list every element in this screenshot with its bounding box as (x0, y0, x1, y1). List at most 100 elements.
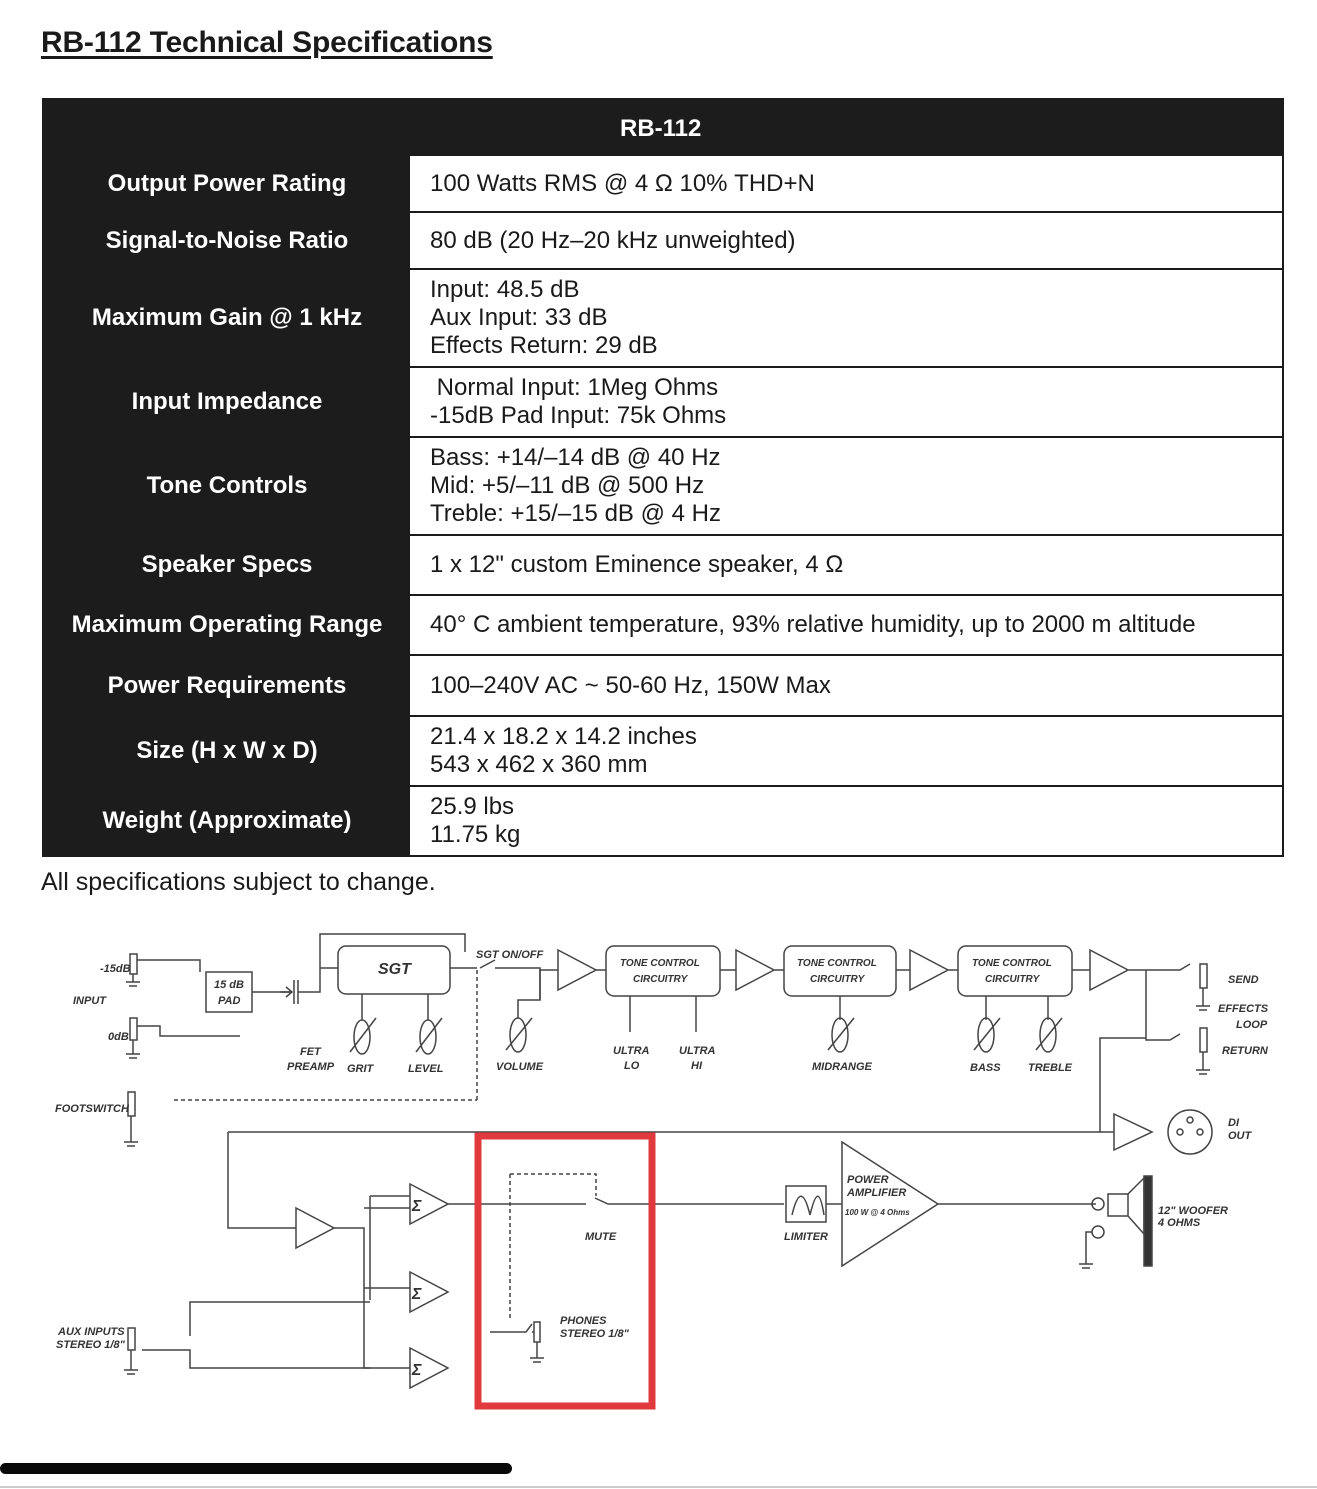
label-effects: EFFECTS (1218, 1003, 1269, 1015)
label-treble: TREBLE (1028, 1062, 1073, 1074)
label-power-2: AMPLIFIER (846, 1187, 906, 1199)
label-out: OUT (1228, 1130, 1253, 1142)
label-mute: MUTE (585, 1231, 617, 1243)
tone-control-1 (605, 945, 721, 997)
sigma-icon: Σ (411, 1198, 422, 1215)
row-value: 100–240V AC ~ 50-60 Hz, 150W Max (410, 654, 1284, 717)
bass-pot (977, 1017, 995, 1053)
label-tone3-2: CIRCUITRY (985, 974, 1041, 985)
home-indicator (0, 1463, 512, 1474)
label-woofer-2: 4 OHMS (1157, 1217, 1201, 1229)
page-title: RB-112 Technical Specifications (41, 26, 493, 59)
bottom-divider (0, 1486, 1317, 1488)
value-line: Input: 48.5 dB (430, 276, 580, 303)
grit-pot (353, 1019, 371, 1055)
label-aux-1: AUX INPUTS (57, 1326, 125, 1338)
row-value: 25.9 lbs 11.75 kg (410, 785, 1284, 857)
row-value: 40° C ambient temperature, 93% relative … (410, 594, 1284, 656)
footswitch-jack (127, 1091, 136, 1117)
model-header: RB-112 (410, 98, 1284, 156)
value-line: 100–240V AC ~ 50-60 Hz, 150W Max (430, 671, 831, 699)
value-line: -15dB Pad Input: 75k Ohms (430, 402, 727, 429)
value-line: Aux Input: 33 dB (430, 304, 608, 331)
row-value: 100 Watts RMS @ 4 Ω 10% THD+N (410, 154, 1284, 213)
disclaimer-note: All specifications subject to change. (41, 868, 436, 896)
input-jack-0db (129, 1017, 138, 1041)
sigma-icon: Σ (411, 1286, 422, 1303)
woofer-cone (1143, 1175, 1153, 1267)
label-di: DI (1228, 1117, 1240, 1129)
label-ultra-lo-1: ULTRA (613, 1045, 650, 1057)
label-tone2-2: CIRCUITRY (810, 974, 866, 985)
midrange-pot (831, 1017, 849, 1053)
level-pot (419, 1019, 437, 1055)
label-bass: BASS (970, 1062, 1001, 1074)
block-diagram: -15dB INPUT 0dB 15 dB PAD FET PREAMP SGT… (55, 933, 1269, 1410)
row-label: Output Power Rating (42, 154, 412, 213)
input-jack-15db (129, 953, 138, 975)
table-row: Size (H x W x D) 21.4 x 18.2 x 14.2 inch… (42, 715, 1284, 787)
aux-input-jack (127, 1327, 136, 1351)
table-row: Tone Controls Bass: +14/–14 dB @ 40 Hz M… (42, 436, 1284, 536)
limiter-box (785, 1185, 827, 1223)
label-minus15db: -15dB (100, 963, 131, 975)
table-row: Power Requirements 100–240V AC ~ 50-60 H… (42, 654, 1284, 717)
label-aux-2: STEREO 1/8" (56, 1339, 126, 1351)
row-label: Maximum Gain @ 1 kHz (42, 268, 412, 368)
value-line: 21.4 x 18.2 x 14.2 inches (430, 723, 697, 750)
spec-table-header: RB-112 (42, 98, 1284, 156)
label-pad-2: PAD (218, 995, 240, 1007)
table-row: Weight (Approximate) 25.9 lbs 11.75 kg (42, 785, 1284, 857)
label-ultra-hi-2: HI (691, 1060, 703, 1072)
label-ultra-lo-2: LO (624, 1060, 640, 1072)
row-value: 1 x 12" custom Eminence speaker, 4 Ω (410, 534, 1284, 596)
value-line: Treble: +15/–15 dB @ 4 Hz (430, 500, 721, 527)
value-line: Effects Return: 29 dB (430, 332, 658, 359)
tone-control-2 (783, 945, 897, 997)
row-label: Tone Controls (42, 436, 412, 536)
label-woofer-1: 12" WOOFER (1158, 1205, 1228, 1217)
label-power-3: 100 W @ 4 Ohms (845, 1208, 910, 1217)
table-row: Speaker Specs 1 x 12" custom Eminence sp… (42, 534, 1284, 596)
label-fet-1: FET (300, 1046, 322, 1058)
row-label: Speaker Specs (42, 534, 412, 596)
send-jack (1199, 963, 1208, 989)
row-value: Bass: +14/–14 dB @ 40 Hz Mid: +5/–11 dB … (410, 436, 1284, 536)
label-tone3-1: TONE CONTROL (972, 958, 1052, 969)
row-label: Size (H x W x D) (42, 715, 412, 787)
row-value: Input: 48.5 dB Aux Input: 33 dB Effects … (410, 268, 1284, 368)
treble-pot (1039, 1017, 1057, 1053)
label-power-1: POWER (847, 1174, 889, 1186)
label-midrange: MIDRANGE (812, 1061, 873, 1073)
value-line: 25.9 lbs (430, 793, 515, 820)
row-label: Weight (Approximate) (42, 785, 412, 857)
label-footswitch: FOOTSWITCH (55, 1103, 130, 1115)
di-out-connector (1167, 1109, 1213, 1155)
row-label: Signal-to-Noise Ratio (42, 211, 412, 270)
phones-jack (533, 1321, 541, 1343)
tone-control-3 (957, 945, 1073, 997)
label-return: RETURN (1222, 1045, 1269, 1057)
value-line: 40° C ambient temperature, 93% relative … (430, 611, 1196, 638)
value-line: 100 Watts RMS @ 4 Ω 10% THD+N (430, 169, 815, 197)
label-tone2-1: TONE CONTROL (797, 958, 877, 969)
label-pad-1: 15 dB (214, 979, 244, 991)
label-level: LEVEL (408, 1063, 444, 1075)
value-line: 80 dB (20 Hz–20 kHz unweighted) (430, 226, 796, 254)
value-line: Bass: +14/–14 dB @ 40 Hz (430, 444, 721, 471)
woofer-magnet (1107, 1193, 1129, 1217)
label-ultra-hi-1: ULTRA (679, 1045, 716, 1057)
label-tone1-1: TONE CONTROL (620, 958, 700, 969)
label-sgt-onoff: SGT ON/OFF (476, 949, 544, 961)
label-0db: 0dB (108, 1031, 129, 1043)
label-sgt: SGT (378, 961, 412, 978)
label-phones-1: PHONES (560, 1315, 607, 1327)
table-row: Maximum Gain @ 1 kHz Input: 48.5 dB Aux … (42, 268, 1284, 368)
label-send: SEND (1228, 974, 1259, 986)
sigma-icon: Σ (411, 1362, 422, 1379)
sgt-block (337, 945, 451, 995)
value-line: 11.75 kg (430, 821, 521, 848)
table-row: Input Impedance Normal Input: 1Meg Ohms … (42, 366, 1284, 438)
table-row: Maximum Operating Range 40° C ambient te… (42, 594, 1284, 656)
label-grit: GRIT (347, 1063, 375, 1075)
